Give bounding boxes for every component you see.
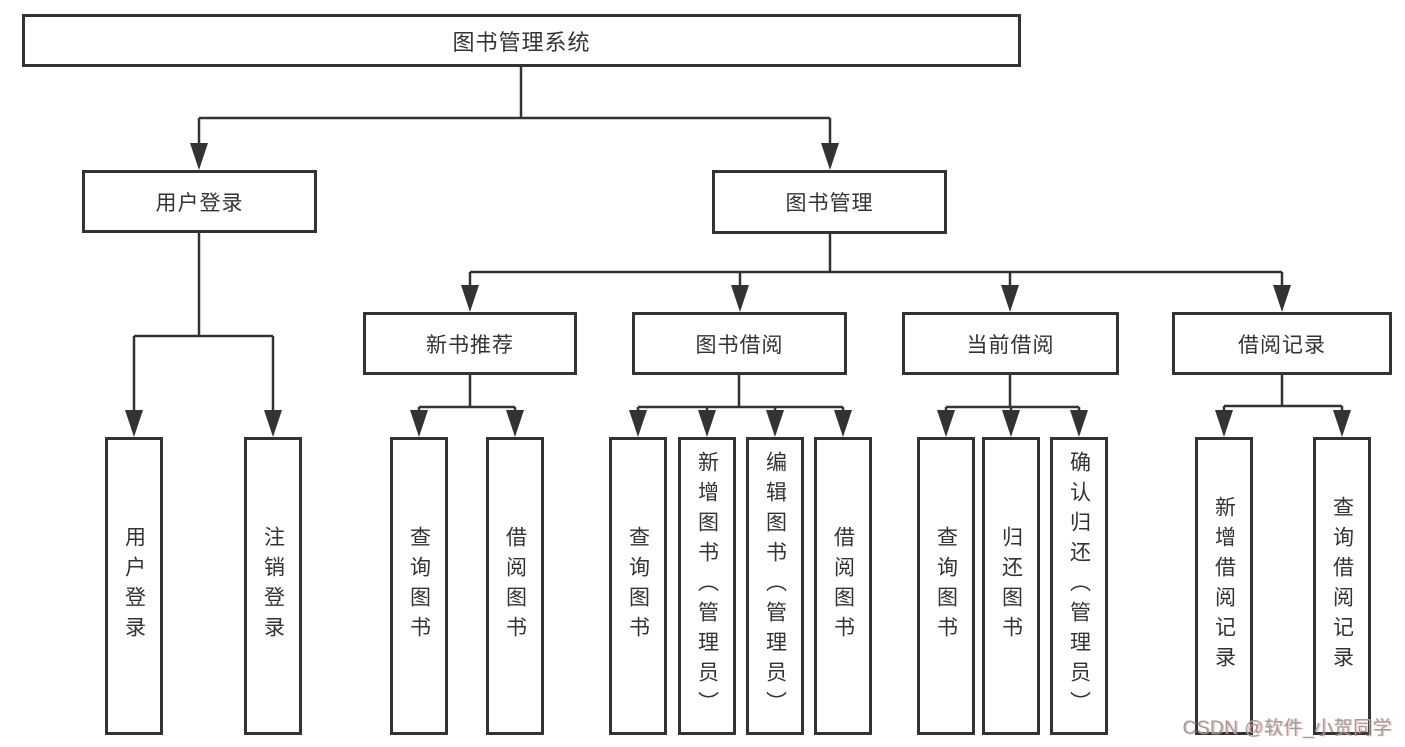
node-book-management-label: 图书管理: [785, 192, 874, 215]
leaf-edit-books-admin: 编辑图书（管理员）: [746, 437, 804, 735]
leaf-return-books: 归还图书: [982, 437, 1040, 735]
node-current-borrow: 当前借阅: [902, 312, 1119, 375]
leaf-query-borrow-record: 查询借阅记录: [1313, 437, 1371, 735]
node-current-borrow-label: 当前借阅: [966, 333, 1055, 357]
leaf-logout: 注销登录: [244, 437, 302, 735]
csdn-watermark: CSDN @软件_小贺同学: [1182, 718, 1392, 739]
leaf-current-query-books: 查询图书: [917, 437, 975, 735]
leaf-add-books-admin: 新增图书（管理员）: [678, 437, 736, 735]
node-new-book-recommend: 新书推荐: [363, 312, 577, 375]
node-borrow-records-label: 借阅记录: [1238, 333, 1326, 357]
node-book-management: 图书管理: [712, 170, 947, 234]
leaf-add-borrow-record: 新增借阅记录: [1195, 437, 1253, 735]
node-borrow-records: 借阅记录: [1172, 312, 1392, 375]
leaf-recommend-borrow-books: 借阅图书: [486, 437, 544, 735]
connector-book-management-to-level3: [461, 234, 1291, 312]
node-user-login-label: 用户登录: [155, 191, 244, 215]
leaf-borrow-query-books-label: 查询图书: [626, 526, 650, 646]
leaf-borrow-books: 借阅图书: [814, 437, 872, 735]
leaf-logout-label: 注销登录: [261, 526, 285, 646]
leaf-recommend-query-books-label: 查询图书: [407, 526, 431, 646]
connector-user-login-children: [125, 233, 282, 437]
leaf-edit-books-admin-label: 编辑图书（管理员）: [763, 451, 787, 721]
connector-book-borrow-children: [629, 375, 852, 437]
leaf-borrow-books-label: 借阅图书: [831, 526, 855, 646]
leaf-recommend-borrow-books-label: 借阅图书: [503, 526, 527, 646]
leaf-confirm-return-admin: 确认归还（管理员）: [1050, 437, 1108, 735]
leaf-add-borrow-record-label: 新增借阅记录: [1212, 496, 1236, 676]
leaf-return-books-label: 归还图书: [999, 526, 1023, 646]
leaf-add-books-admin-label: 新增图书（管理员）: [695, 451, 719, 721]
node-user-login: 用户登录: [82, 170, 317, 233]
connector-root-to-level2: [190, 67, 839, 170]
connector-current-borrow-children: [937, 375, 1088, 437]
leaf-query-borrow-record-label: 查询借阅记录: [1330, 496, 1354, 676]
leaf-user-login-label: 用户登录: [122, 526, 146, 646]
leaf-confirm-return-admin-label: 确认归还（管理员）: [1067, 451, 1091, 721]
leaf-recommend-query-books: 查询图书: [390, 437, 448, 735]
leaf-user-login: 用户登录: [105, 437, 163, 735]
leaf-current-query-books-label: 查询图书: [934, 526, 958, 646]
leaf-borrow-query-books: 查询图书: [609, 437, 667, 735]
connector-new-book-recommend-children: [410, 375, 524, 437]
connector-borrow-records-children: [1215, 375, 1351, 437]
node-root-library-system: 图书管理系统: [22, 14, 1021, 67]
node-root-label: 图书管理系统: [452, 29, 591, 55]
node-book-borrow: 图书借阅: [632, 312, 847, 375]
node-new-book-recommend-label: 新书推荐: [426, 333, 514, 357]
node-book-borrow-label: 图书借阅: [695, 333, 784, 357]
